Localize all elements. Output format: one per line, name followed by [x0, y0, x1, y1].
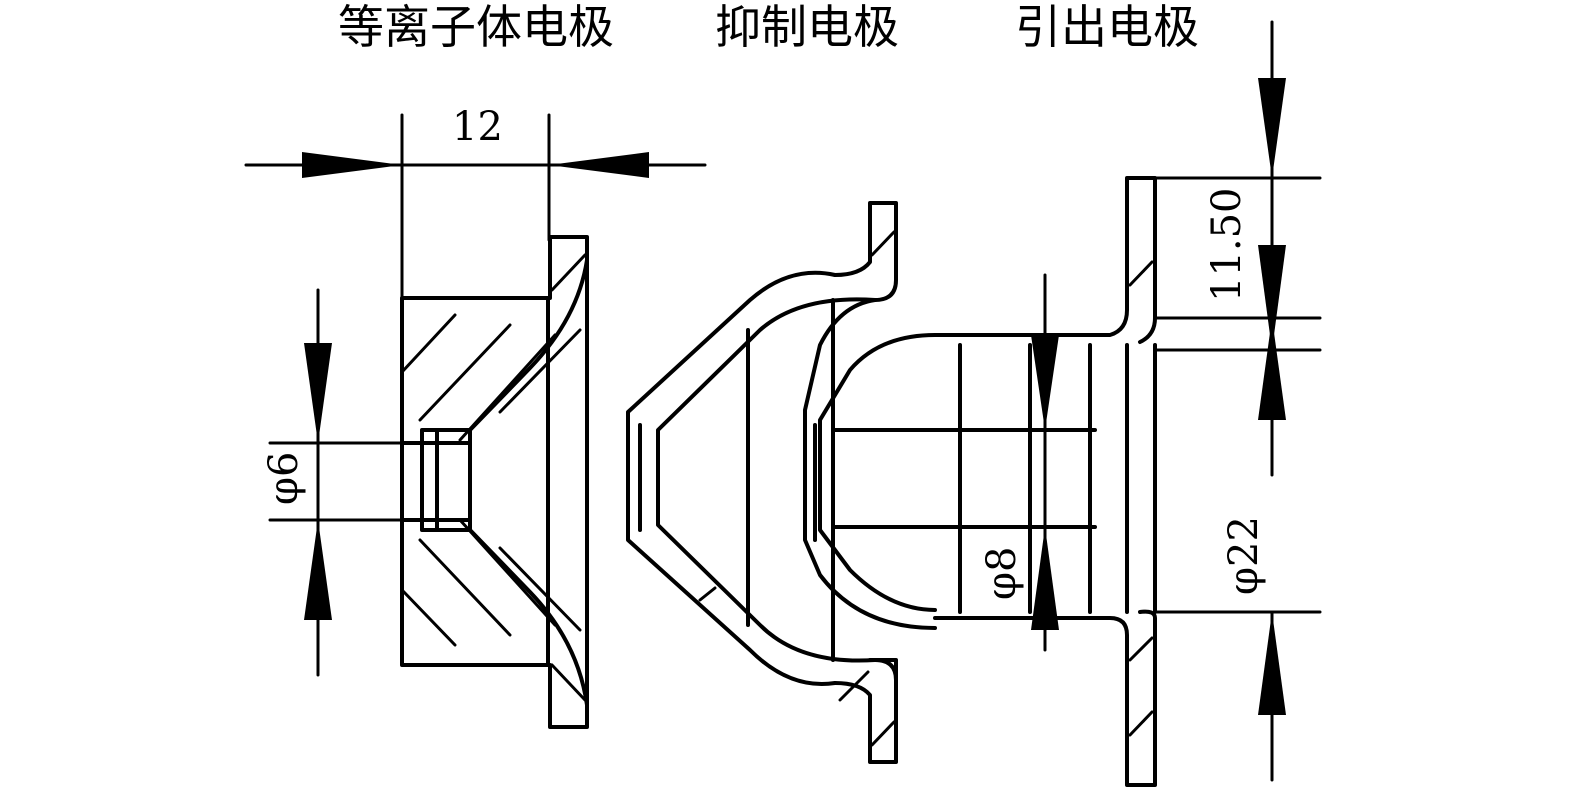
suppression-electrode-label: 抑制电极 — [715, 0, 899, 54]
plasma-width-value: 12 — [452, 104, 503, 150]
suppression-aperture-value: φ8 — [979, 547, 1025, 600]
suppression-electrode-shell-outer — [626, 270, 837, 686]
extraction-thickness-value: 11.50 — [1204, 187, 1250, 302]
extraction-electrode — [833, 176, 1322, 787]
extraction-electrode-plate — [933, 176, 1157, 787]
extraction-electrode-bore-edge — [1125, 343, 1157, 614]
plasma-electrode-label: 等离子体电极 — [338, 0, 614, 54]
plasma-aperture-value: φ6 — [261, 452, 307, 505]
suppression-electrode-lobe-outer — [803, 298, 937, 630]
plasma-electrode-hatching — [400, 253, 587, 702]
suppression-electrode-ribs — [638, 298, 835, 662]
plasma-electrode-cone — [468, 258, 589, 707]
extraction-electrode-grid — [833, 343, 1097, 614]
extraction-extension-lines — [1153, 176, 1322, 614]
suppression-electrode-hatching — [698, 230, 896, 747]
suppression-electrode-shell-inner — [656, 297, 877, 663]
plasma-electrode-outline — [400, 235, 589, 729]
dimension-suppression-aperture: φ8 — [979, 273, 1059, 652]
dimension-plasma-aperture: φ6 — [261, 288, 404, 677]
extraction-electrode-label: 引出电极 — [1015, 0, 1199, 54]
dimension-extraction-thickness: 11.50 — [1204, 20, 1286, 477]
extraction-aperture-value: φ22 — [1221, 516, 1267, 595]
dimension-plasma-width: 12 — [244, 104, 707, 302]
extraction-electrode-hatching — [1128, 260, 1154, 737]
suppression-electrode-flange — [833, 201, 898, 764]
dimension-extraction-aperture: φ22 — [1221, 245, 1286, 782]
plasma-electrode-bore — [400, 428, 472, 532]
suppression-electrode — [626, 201, 937, 764]
suppression-electrode-lobe-inner — [818, 333, 937, 612]
plasma-electrode — [400, 235, 589, 729]
